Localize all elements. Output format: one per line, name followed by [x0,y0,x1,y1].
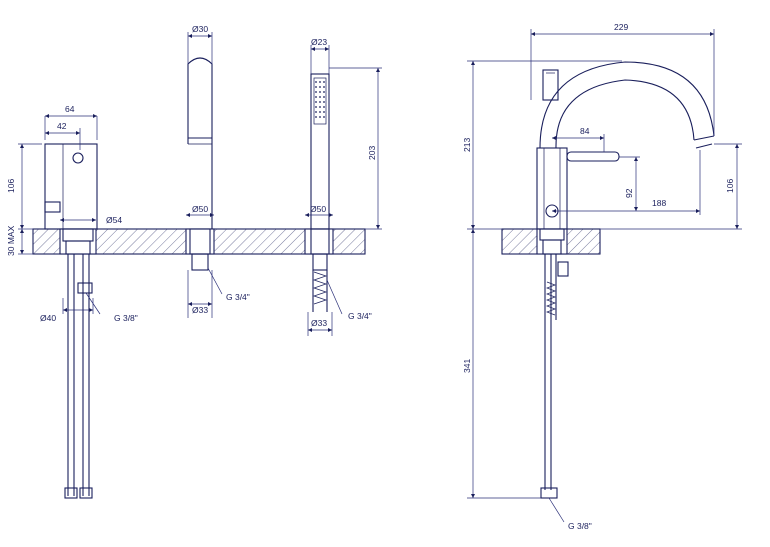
label-h106-right: 106 [725,179,735,193]
front-view [18,32,382,499]
label-d33-spout: Ø33 [192,305,208,315]
side-cutout [536,228,568,255]
label-d50-spout: Ø50 [192,204,208,214]
label-h341: 341 [462,359,472,373]
label-g34-spout: G 3/4" [226,292,250,302]
label-g38-right: G 3/8" [568,521,592,531]
dimension-labels: 64 42 106 30 MAX Ø54 Ø40 G 3/8" Ø30 Ø50 … [6,22,735,531]
label-g38-left: G 3/8" [114,313,138,323]
side-dimensions [467,29,742,523]
side-mixer-body [536,147,620,499]
label-d54: Ø54 [106,215,122,225]
label-h92: 92 [624,188,634,198]
label-w229: 229 [614,22,628,32]
label-g34-shower: G 3/4" [348,311,372,321]
hand-shower [310,73,330,312]
label-d33-shower: Ø33 [311,318,327,328]
label-h203: 203 [367,146,377,160]
side-spout [539,61,715,149]
label-h30max: 30 MAX [6,225,16,256]
label-d40: Ø40 [40,313,56,323]
label-d50-shower: Ø50 [310,204,326,214]
front-dimensions [18,32,382,336]
label-w64: 64 [65,104,75,114]
side-view [467,29,742,523]
shower-cutout [304,228,334,255]
label-w42: 42 [57,121,67,131]
label-w84: 84 [580,126,590,136]
label-w188: 188 [652,198,666,208]
label-h106-left: 106 [6,179,16,193]
label-d23: Ø23 [311,37,327,47]
label-d30: Ø30 [192,24,208,34]
mixer-body [44,143,98,499]
label-h213: 213 [462,138,472,152]
